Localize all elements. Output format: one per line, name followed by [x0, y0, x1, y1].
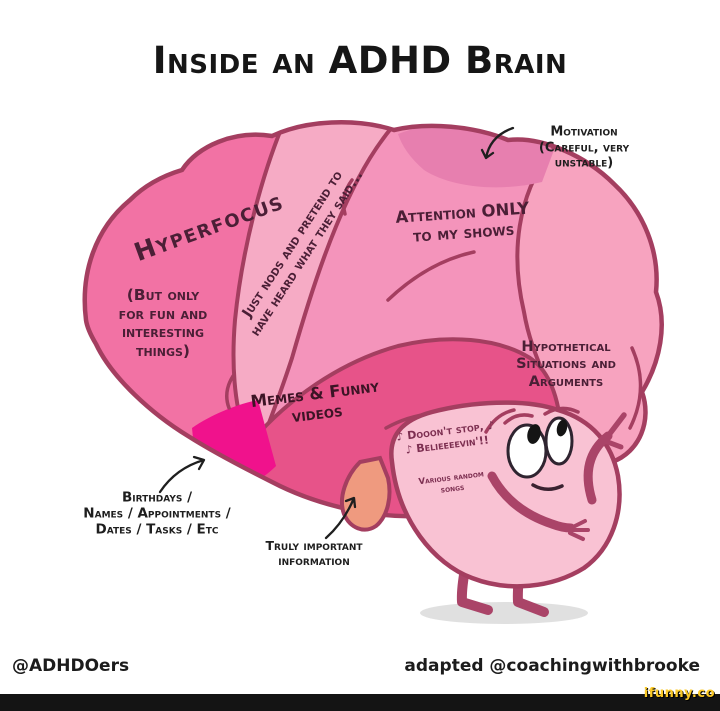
right-pupil [556, 419, 568, 437]
arms [487, 412, 627, 541]
right-eyebrow [543, 406, 580, 416]
brain-outline [82, 120, 664, 519]
credit-adhdoers: @ADHDOers [12, 656, 130, 676]
annotation-arrows [158, 126, 515, 540]
arrow-birthdays [158, 455, 206, 494]
mouth [531, 483, 564, 491]
eyes [506, 416, 574, 479]
arrow-truly [324, 496, 357, 540]
label-motivation: Motivation (Careful, very unstable) [538, 124, 630, 171]
pointing-finger [605, 412, 627, 439]
label-hypothetical: Hypothetical Situations and Arguments [516, 338, 616, 390]
ifunny-watermark: ifunny.co [643, 686, 715, 701]
bottom-black-bar [0, 694, 720, 711]
label-birthdays: Birthdays / Names / Appointments / Dates… [83, 489, 231, 539]
page-title: Inside an ADHD Brain [152, 38, 568, 82]
thumb [602, 438, 624, 450]
label-songs-main: ♪ Dooon't stop, ♪ ♪ Belieeeevin'!! [395, 418, 496, 457]
arm-crossed [487, 471, 576, 533]
label-songs-sub: Various random songs [418, 469, 485, 496]
arrow-motivation [480, 126, 515, 160]
label-truly-important: Truly important information [265, 538, 363, 568]
region-nods-strip [231, 122, 407, 459]
label-songs: ♪ Dooon't stop, ♪ ♪ Belieeeevin'!! Vario… [393, 400, 504, 520]
left-pupil [527, 424, 541, 444]
ground-shadow [420, 602, 588, 624]
hand-fingers [568, 519, 590, 541]
brain-stem [340, 455, 392, 532]
face-fold-lines [484, 406, 580, 434]
label-hyperfocus-note: (But only for fun and interesting things… [118, 285, 208, 360]
credit-coachingwithbrooke: adapted @coachingwithbrooke [404, 656, 700, 676]
brain-fold-lines [225, 178, 643, 430]
left-eyebrow [503, 413, 534, 425]
